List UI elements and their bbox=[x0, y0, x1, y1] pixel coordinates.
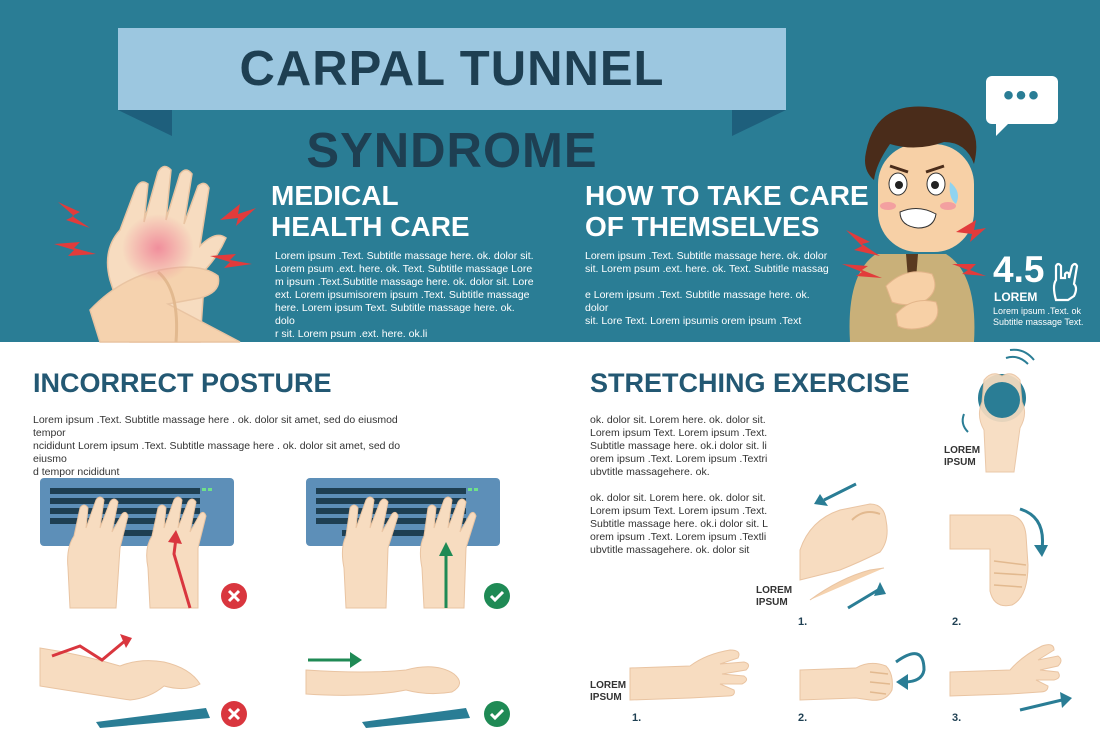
medical-body: Lorem ipsum .Text. Subtitle massage here… bbox=[275, 250, 534, 340]
step-number: 3. bbox=[952, 712, 962, 724]
lightning-icon bbox=[846, 230, 880, 256]
stretch-body-1: ok. dolor sit. Lorem here. ok. dolor sit… bbox=[590, 414, 768, 478]
step-number: 1. bbox=[798, 616, 808, 628]
speech-dots: ••• bbox=[1003, 79, 1041, 112]
cross-icon bbox=[221, 701, 247, 727]
stretch-body-2: ok. dolor sit. Lorem here. ok. dolor sit… bbox=[590, 492, 769, 556]
painful-wrist-illustration bbox=[54, 165, 256, 343]
arrow-icon bbox=[350, 652, 362, 668]
badge-label: LOREM bbox=[994, 290, 1038, 304]
bottom-tag: LOREM IPSUM bbox=[590, 680, 627, 703]
medical-title: MEDICAL HEALTH CARE bbox=[271, 180, 470, 242]
lightning-icon bbox=[220, 204, 256, 226]
squeeze-ball-illustration bbox=[961, 348, 1035, 473]
check-icon bbox=[484, 701, 510, 727]
lightning-icon bbox=[952, 264, 986, 276]
ball-tag: LOREM IPSUM bbox=[944, 445, 981, 468]
exercise-fist-illustration bbox=[799, 652, 926, 701]
keyboard-wrong-illustration bbox=[40, 478, 234, 609]
exercise-open-hand-illustration bbox=[629, 649, 750, 701]
ribbon-fold-left bbox=[118, 110, 172, 136]
arrow-icon bbox=[120, 634, 132, 648]
badge-text: Lorem ipsum .Text. ok Subtitle massage T… bbox=[993, 306, 1084, 327]
posture-title: INCORRECT POSTURE bbox=[33, 368, 332, 398]
arrow-icon bbox=[1034, 545, 1048, 557]
care-title: HOW TO TAKE CARE OF THEMSELVES bbox=[585, 180, 869, 242]
step-number: 2. bbox=[952, 616, 962, 628]
title-ribbon: CARPAL TUNNEL SYNDROME bbox=[118, 28, 786, 178]
care-body: Lorem ipsum .Text. Subtitle massage here… bbox=[585, 250, 829, 327]
ribbon-fold-right bbox=[732, 110, 786, 136]
lightning-icon bbox=[58, 202, 90, 228]
wrist-bent-illustration bbox=[39, 634, 210, 728]
stretch-title: STRETCHING EXERCISE bbox=[590, 368, 910, 398]
exercise-press-illustration bbox=[799, 482, 888, 610]
cross-icon bbox=[221, 583, 247, 609]
keyboard-correct-illustration bbox=[306, 478, 500, 609]
lightning-icon bbox=[842, 264, 882, 278]
exercise-bend-down-illustration bbox=[949, 507, 1048, 607]
check-icon bbox=[484, 583, 510, 609]
mid-tag: LOREM IPSUM bbox=[756, 585, 793, 608]
lightning-icon bbox=[956, 220, 986, 242]
posture-body: Lorem ipsum .Text. Subtitle massage here… bbox=[33, 414, 401, 478]
rock-hand-icon bbox=[1052, 262, 1079, 302]
worried-man-illustration bbox=[842, 106, 986, 342]
arrow-icon bbox=[814, 494, 828, 506]
step-number: 1. bbox=[632, 712, 642, 724]
wrist-straight-illustration bbox=[305, 652, 470, 728]
arrow-icon bbox=[874, 582, 886, 596]
page-title: CARPAL TUNNEL SYNDROME bbox=[239, 42, 665, 178]
step-number: 2. bbox=[798, 712, 808, 724]
arrow-icon bbox=[896, 674, 908, 690]
badge-number: 4.5 bbox=[993, 249, 1045, 290]
lightning-icon bbox=[54, 242, 96, 256]
lightning-icon bbox=[210, 254, 252, 268]
speech-bubble-icon: ••• bbox=[986, 76, 1058, 124]
exercise-bend-back-illustration bbox=[949, 644, 1072, 712]
arrow-icon bbox=[1060, 692, 1072, 708]
speech-bubble-tail bbox=[996, 122, 1010, 136]
